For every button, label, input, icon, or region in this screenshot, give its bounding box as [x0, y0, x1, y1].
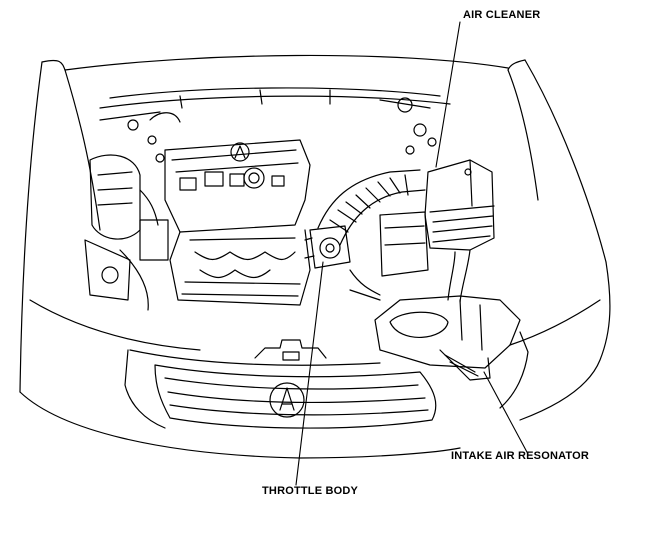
- leader-lines: [295, 21, 529, 486]
- air-cleaner-label: AIR CLEANER: [463, 9, 541, 21]
- leader-throttle-body: [295, 261, 324, 486]
- intake-hose: [317, 169, 426, 246]
- left-components: [84, 111, 181, 311]
- hood-latch: [254, 339, 327, 361]
- front-grille: [154, 364, 437, 429]
- engine-block: [164, 139, 311, 306]
- intake-air-resonator: [374, 295, 521, 381]
- throttle-body-label: THROTTLE BODY: [262, 485, 359, 497]
- right-components: [349, 211, 429, 301]
- cowl-area: [99, 87, 451, 155]
- throttle-body: [304, 225, 351, 269]
- leader-air-cleaner: [435, 21, 461, 168]
- air-cleaner: [424, 159, 495, 303]
- hood-outline: [19, 54, 607, 393]
- front-body: [19, 261, 611, 459]
- intake-air-resonator-label: INTAKE AIR RESONATOR: [451, 450, 590, 462]
- leader-resonator: [483, 371, 529, 455]
